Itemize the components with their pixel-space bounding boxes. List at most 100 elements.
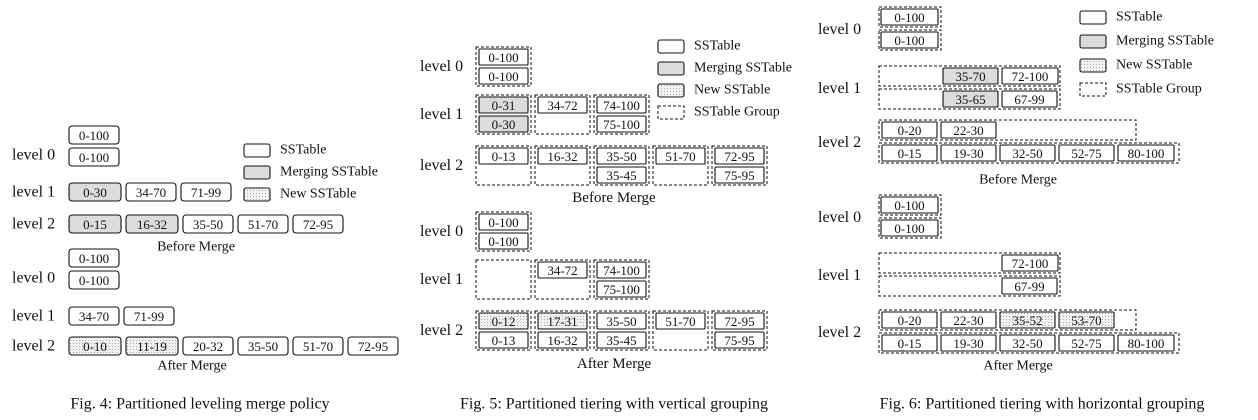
sstable-range-label: 72-100 [1012, 69, 1049, 84]
sstable-group-box [878, 309, 1137, 331]
new-sstable-box [68, 336, 122, 356]
legend-label: New SSTable [694, 83, 770, 98]
normal-sstable: 71-99 [123, 306, 175, 326]
normal-sstable: 51-70 [655, 312, 706, 330]
normal-sstable-box [68, 248, 120, 268]
figure-caption: Fig. 6: Partitioned tiering with horizon… [880, 396, 1205, 413]
normal-sstable: 0-100 [880, 219, 939, 237]
sstable-range-label: 51-70 [303, 339, 333, 354]
normal-sstable-box [940, 144, 997, 162]
merging-sstable: 35-70 [942, 67, 999, 85]
normal-sstable-box [940, 121, 997, 139]
normal-sstable: 75-100 [596, 115, 647, 133]
normal-sstable-box [655, 312, 706, 330]
sstable-group-box [475, 259, 532, 300]
normal-sstable: 35-50 [596, 147, 647, 165]
normal-sstable-box [940, 334, 997, 352]
sstable-group-box [534, 94, 591, 135]
legend-merging-swatch [657, 61, 685, 76]
normal-sstable: 34-70 [68, 306, 120, 326]
normal-sstable-box [880, 219, 939, 237]
normal-sstable: 35-50 [237, 336, 289, 356]
sstable-group-box [878, 119, 1137, 141]
normal-sstable-box [537, 331, 588, 349]
after-merge-label: After Merge [983, 359, 1052, 374]
sstable-range-label: 35-70 [955, 69, 985, 84]
legend-normal-swatch [1079, 10, 1107, 25]
normal-sstable-box [68, 125, 120, 145]
sstable-range-label: 74-100 [603, 263, 640, 278]
normal-sstable: 0-100 [478, 232, 529, 250]
level-label: level 1 [420, 271, 463, 288]
normal-sstable-box [237, 214, 289, 234]
new-sstable: 11-19 [125, 336, 179, 356]
normal-sstable-box [478, 147, 529, 165]
sstable-range-label: 11-19 [137, 339, 167, 354]
after-merge-label: After Merge [157, 359, 226, 374]
normal-sstable-box [347, 336, 399, 356]
normal-sstable-box [537, 261, 588, 279]
sstable-range-label: 0-13 [492, 149, 516, 164]
normal-sstable: 0-100 [68, 248, 120, 268]
normal-sstable-box [1058, 144, 1115, 162]
normal-sstable-box [999, 334, 1056, 352]
normal-sstable-box [123, 306, 175, 326]
normal-sstable: 32-50 [999, 144, 1056, 162]
new-sstable: 0-12 [478, 312, 529, 330]
normal-sstable: 72-95 [714, 147, 765, 165]
sstable-group-box [711, 145, 768, 186]
sstable-range-label: 35-45 [606, 333, 636, 348]
sstable-range-label: 75-100 [603, 117, 640, 132]
sstable-range-label: 0-15 [898, 146, 922, 161]
new-sstable-box [125, 336, 179, 356]
new-sstable: 17-31 [537, 312, 588, 330]
sstable-range-label: 35-52 [1012, 313, 1042, 328]
level-label: level 0 [420, 58, 463, 75]
normal-sstable: 0-15 [881, 144, 938, 162]
sstable-group-box [593, 145, 650, 186]
normal-sstable: 35-45 [596, 331, 647, 349]
sstable-group-box [878, 217, 942, 239]
normal-sstable: 35-50 [596, 312, 647, 330]
sstable-group-box [878, 252, 1061, 274]
sstable-range-label: 22-30 [953, 313, 983, 328]
sstable-group-box [878, 332, 1180, 354]
normal-sstable-box [478, 213, 529, 231]
normal-sstable: 34-70 [125, 182, 177, 202]
normal-sstable-box [881, 334, 938, 352]
normal-sstable-box [714, 147, 765, 165]
normal-sstable: 0-100 [478, 67, 529, 85]
level-label: level 2 [12, 338, 55, 355]
level-label: level 1 [818, 267, 861, 284]
sstable-range-label: 0-15 [83, 217, 107, 232]
sstable-range-label: 51-70 [248, 217, 278, 232]
normal-sstable-box [1117, 144, 1175, 162]
legend-label: SSTable [694, 39, 740, 54]
sstable-range-label: 72-95 [724, 149, 754, 164]
merging-sstable-box [125, 214, 179, 234]
normal-sstable-box [596, 96, 647, 114]
normal-sstable: 16-32 [537, 331, 588, 349]
sstable-group-box [878, 194, 942, 216]
sstable-range-label: 16-32 [547, 333, 577, 348]
sstable-range-label: 75-95 [724, 168, 754, 183]
normal-sstable-box [68, 147, 120, 167]
normal-sstable-box [68, 306, 120, 326]
normal-sstable: 0-20 [881, 311, 938, 329]
sstable-range-label: 75-95 [724, 333, 754, 348]
sstable-group-box [878, 142, 1180, 164]
normal-sstable: 0-13 [478, 331, 529, 349]
normal-sstable-box [1117, 334, 1175, 352]
merging-sstable-box [478, 96, 529, 114]
sstable-range-label: 80-100 [1128, 336, 1165, 351]
sstable-range-label: 0-30 [492, 117, 516, 132]
new-sstable-box [537, 312, 588, 330]
normal-sstable: 80-100 [1117, 334, 1175, 352]
merging-sstable-box [68, 214, 122, 234]
new-sstable-box [999, 311, 1056, 329]
sstable-range-label: 16-32 [547, 149, 577, 164]
normal-sstable: 51-70 [237, 214, 289, 234]
